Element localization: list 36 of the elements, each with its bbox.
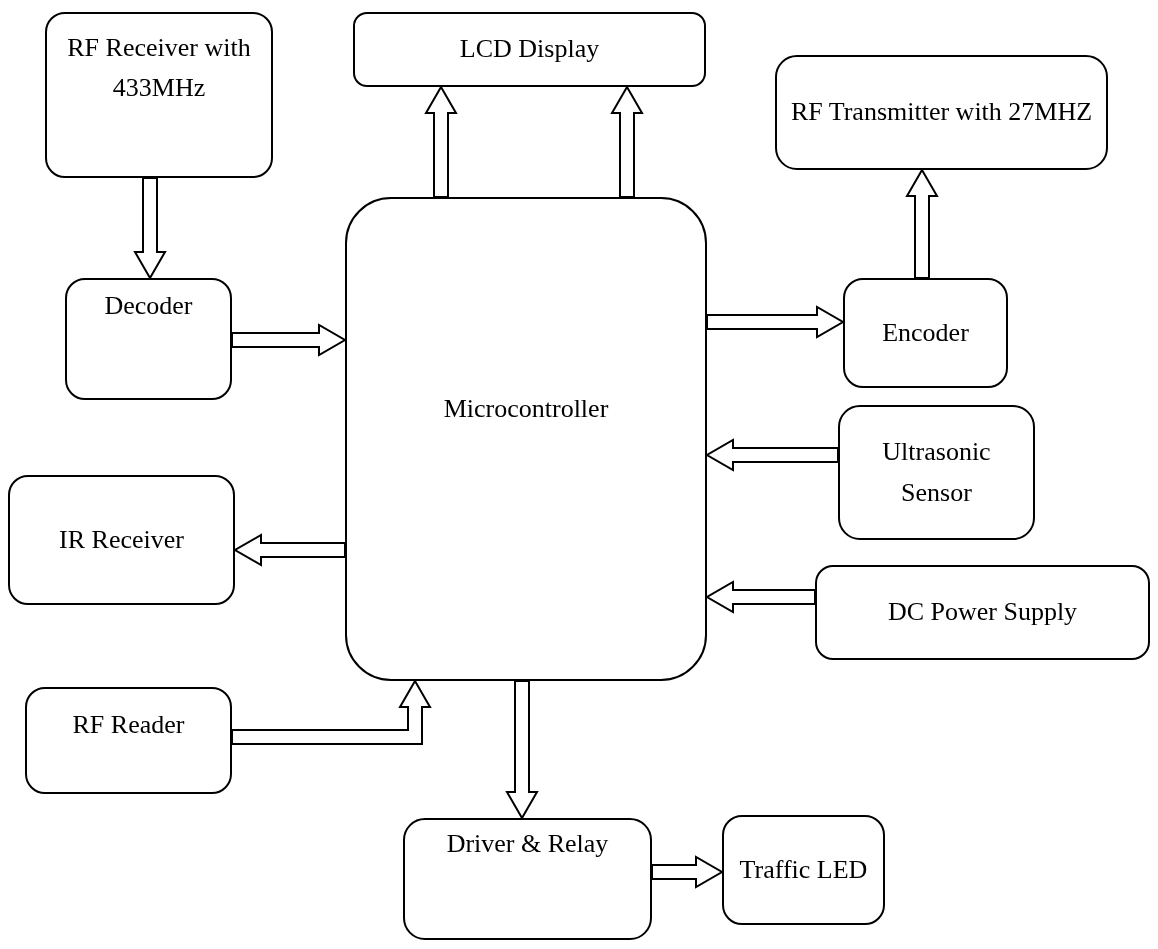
block-label: RF Receiver with 433MHz bbox=[66, 32, 252, 105]
hollow-arrow bbox=[233, 533, 346, 567]
block-box bbox=[45, 12, 273, 178]
block-label: RF Transmitter with 27MHZ bbox=[789, 96, 1094, 129]
block-label: RF Reader bbox=[71, 709, 186, 741]
block-label: LCD Display bbox=[458, 33, 601, 66]
block-box bbox=[722, 815, 885, 925]
hollow-arrow bbox=[505, 680, 539, 820]
hollow-arrow bbox=[610, 85, 644, 198]
block-label: DC Power Supply bbox=[886, 596, 1079, 629]
block-box bbox=[65, 278, 232, 400]
block-label: IR Receiver bbox=[58, 523, 185, 556]
hollow-arrow bbox=[651, 855, 724, 889]
block-label: Traffic LED bbox=[738, 853, 869, 886]
block-box bbox=[403, 818, 652, 940]
block-box bbox=[843, 278, 1008, 388]
block-label: Decoder bbox=[103, 290, 194, 322]
hollow-arrow bbox=[706, 305, 845, 339]
hollow-arrow bbox=[133, 177, 167, 280]
block-label: Driver & Relay bbox=[445, 828, 610, 860]
hollow-arrow bbox=[705, 438, 839, 472]
hollow-arrow bbox=[905, 168, 939, 279]
hollow-arrow bbox=[705, 580, 816, 614]
block-box bbox=[345, 197, 707, 681]
block-label: Ultrasonic Sensor bbox=[881, 436, 992, 509]
block-box bbox=[838, 405, 1035, 540]
block-box bbox=[353, 12, 706, 87]
hollow-arrow bbox=[231, 323, 347, 357]
block-box bbox=[815, 565, 1150, 660]
block-box bbox=[775, 55, 1108, 170]
block-box bbox=[8, 475, 235, 605]
hollow-arrow bbox=[231, 679, 432, 745]
hollow-arrow bbox=[424, 85, 458, 198]
block-label: Encoder bbox=[881, 316, 970, 349]
block-box bbox=[25, 687, 232, 794]
block-label: Microcontroller bbox=[442, 392, 610, 425]
